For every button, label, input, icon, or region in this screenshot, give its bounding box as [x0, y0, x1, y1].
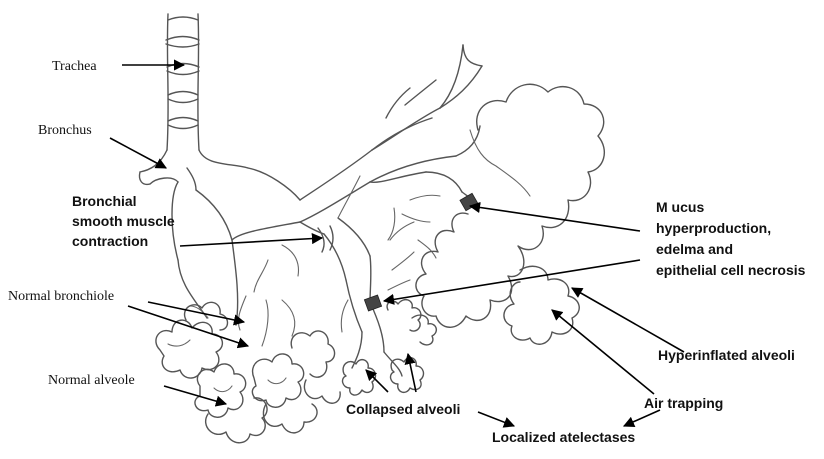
arrow-hyperinflated [572, 288, 684, 352]
label-trachea: Trachea [52, 59, 97, 74]
arrow-collapsed-1 [366, 370, 388, 392]
collapsed-alveoli-cluster [343, 300, 437, 395]
label-collapsed-alveoli: Collapsed alveoli [346, 401, 460, 417]
trachea-drawing [166, 14, 199, 150]
normal-alveoli-clusters [156, 302, 340, 442]
label-mucus: M ucus hyperproduction, edelma and epith… [656, 199, 806, 278]
label-normal-bronchiole: Normal bronchiole [8, 289, 114, 304]
arrow-normal-bronchiole-2 [128, 306, 248, 346]
label-mucus-line3: edelma and [656, 241, 733, 257]
arrow-bronchus [110, 138, 166, 168]
hyperinflated-inner-fold [470, 130, 530, 196]
arrow-collapsed-down [478, 412, 514, 426]
label-localized-atelectases: Localized atelectases [492, 429, 635, 445]
label-hyperinflated-alveoli: Hyperinflated alveoli [658, 347, 795, 363]
arrow-air-trapping [552, 310, 654, 394]
hyperinflated-alveoli-lower [504, 266, 579, 344]
label-mucus-line2: hyperproduction, [656, 220, 771, 236]
label-smooth-muscle-line3: contraction [72, 233, 148, 249]
arrow-smooth-muscle [180, 238, 322, 246]
label-bronchus: Bronchus [38, 123, 92, 138]
label-mucus-line1: M ucus [656, 199, 704, 215]
label-air-trapping: Air trapping [644, 395, 723, 411]
label-mucus-line4: epithelial cell necrosis [656, 262, 806, 278]
bronchiole-branches [190, 176, 440, 376]
label-normal-alveole: Normal alveole [48, 373, 135, 388]
label-smooth-muscle-line2: smooth muscle [72, 213, 175, 229]
label-arrows [110, 65, 684, 426]
label-bronchial-smooth-muscle: Bronchial smooth muscle contraction [72, 193, 179, 249]
label-smooth-muscle-line1: Bronchial [72, 193, 137, 209]
bronchi-drawing [139, 45, 482, 325]
arrow-air-trapping-down [624, 410, 660, 426]
